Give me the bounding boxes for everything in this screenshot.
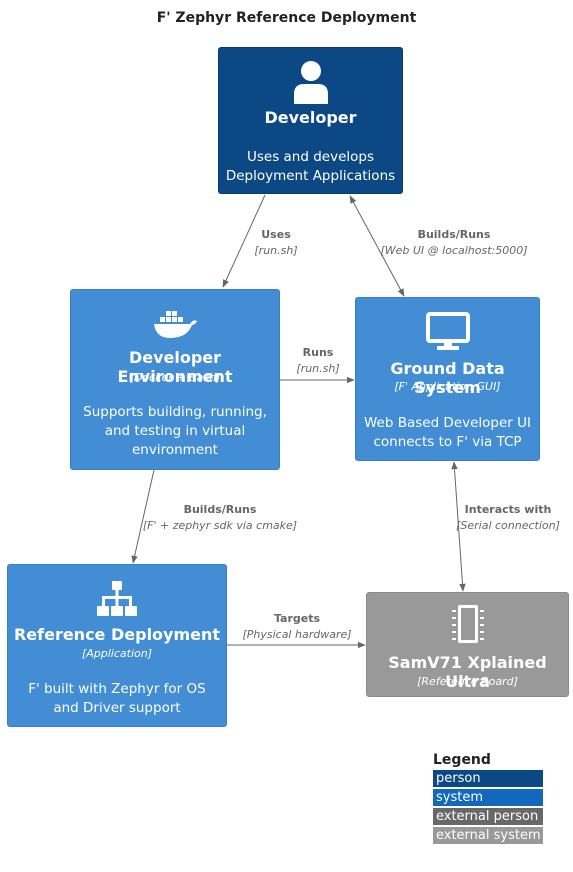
- legend-item-person: person: [433, 770, 543, 787]
- node-reference-deployment-description: F' built with Zephyr for OS and Driver s…: [28, 681, 206, 716]
- edge-label-targets: Targets [Physical hardware]: [239, 611, 355, 643]
- edge-targets-label: Targets: [273, 612, 321, 625]
- edge-builds-runs-ref: [131, 469, 155, 564]
- edge-label-interacts: Interacts with [Serial connection]: [452, 502, 564, 534]
- legend: Legend person system external person ext…: [433, 752, 543, 846]
- edge-uses-tech: [run.sh]: [254, 244, 298, 257]
- node-samv71-board-technology: [Reference Board]: [417, 675, 518, 688]
- edge-interacts-tech: [Serial connection]: [456, 519, 560, 532]
- node-samv71-board-name: SamV71 Xplained Ultra: [388, 653, 547, 691]
- node-developer-name: Developer: [264, 108, 357, 127]
- edge-builds-runs-gds-label: Builds/Runs: [417, 228, 491, 241]
- node-ground-data-system: Ground Data System [F' Application GUI] …: [355, 297, 540, 461]
- node-developer-environment-description: Supports building, running, and testing …: [83, 404, 267, 458]
- edge-interacts: [451, 461, 466, 592]
- edge-builds-runs-ref-label: Builds/Runs: [183, 503, 257, 516]
- edge-uses: [222, 194, 266, 288]
- microchip-icon: [367, 603, 568, 645]
- edge-builds-runs-ref-tech: [F' + zephyr sdk via cmake]: [142, 519, 298, 532]
- legend-item-system: system: [433, 789, 543, 806]
- node-developer-environment: Developer Environment [Docker + Bash] Su…: [70, 289, 280, 470]
- edge-uses-label: Uses: [261, 228, 291, 241]
- person-icon: [219, 60, 402, 104]
- node-samv71-board: SamV71 Xplained Ultra [Reference Board]: [366, 592, 569, 697]
- node-ground-data-system-name: Ground Data System: [390, 359, 505, 397]
- edge-label-uses: Uses [run.sh]: [236, 227, 316, 259]
- node-ground-data-system-description: Web Based Developer UI connects to F' vi…: [363, 415, 532, 450]
- legend-item-external-person: external person: [433, 808, 543, 825]
- edge-builds-runs-gds: [349, 195, 405, 297]
- node-reference-deployment: Reference Deployment [Application] F' bu…: [7, 564, 227, 727]
- diagram-title: F' Zephyr Reference Deployment: [156, 10, 417, 26]
- node-ground-data-system-technology: [F' Application GUI]: [394, 380, 501, 393]
- edge-builds-runs-gds-tech: [Web UI @ localhost:5000]: [380, 244, 528, 257]
- legend-title: Legend: [433, 752, 491, 768]
- edge-targets-tech: [Physical hardware]: [242, 628, 352, 641]
- edge-label-runs: Runs [run.sh]: [288, 345, 348, 377]
- node-developer-environment-name: Developer Environment: [117, 348, 233, 386]
- edge-interacts-label: Interacts with: [464, 503, 552, 516]
- node-developer: Developer Uses and develops Deployment A…: [218, 47, 403, 194]
- node-developer-environment-technology: [Docker + Bash]: [129, 371, 221, 384]
- node-reference-deployment-name: Reference Deployment: [13, 625, 221, 644]
- sitemap-icon: [8, 581, 226, 617]
- docker-whale-icon: [71, 308, 279, 340]
- edge-label-builds-runs-ref: Builds/Runs [F' + zephyr sdk via cmake]: [142, 502, 298, 534]
- legend-item-external-system: external system: [433, 827, 543, 844]
- node-reference-deployment-technology: [Application]: [81, 647, 153, 660]
- edge-runs-label: Runs: [302, 346, 334, 359]
- edge-runs-tech: [run.sh]: [296, 362, 340, 375]
- edge-label-builds-runs-gds: Builds/Runs [Web UI @ localhost:5000]: [378, 227, 530, 259]
- monitor-icon: [356, 312, 539, 352]
- node-developer-description: Uses and develops Deployment Application…: [225, 149, 396, 184]
